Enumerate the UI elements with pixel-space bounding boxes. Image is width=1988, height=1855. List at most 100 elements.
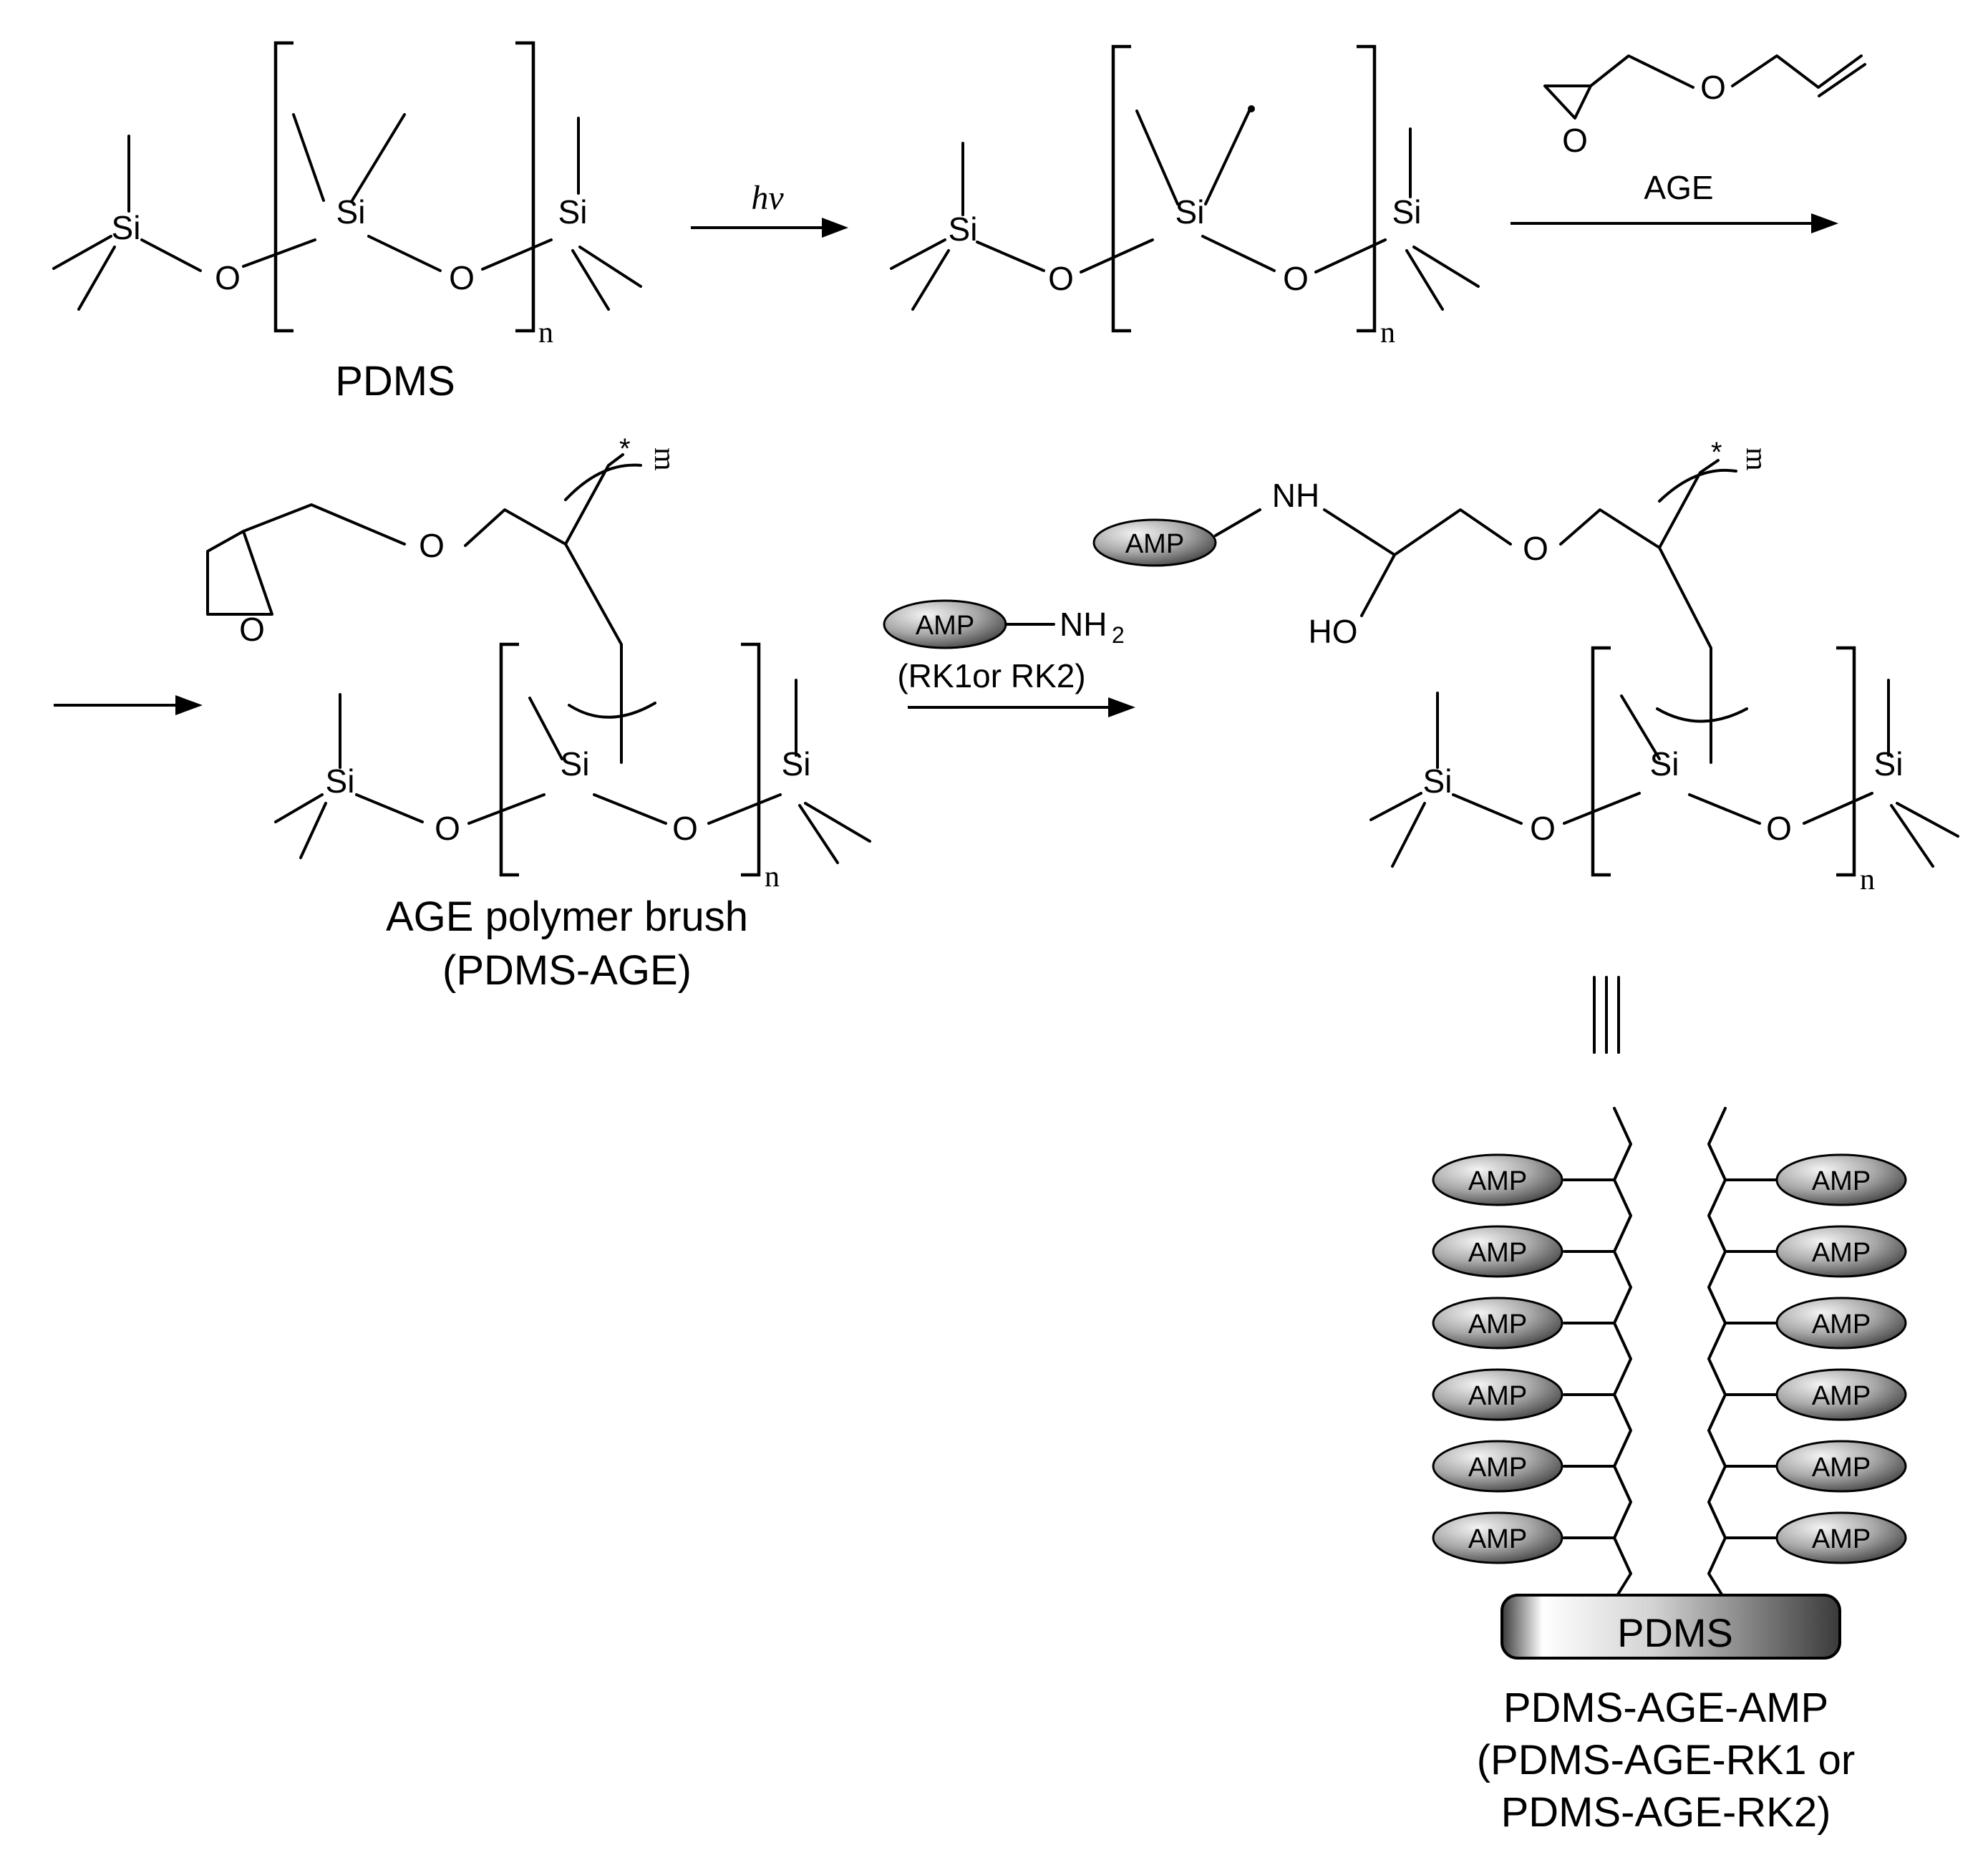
- left-bracket: [273, 41, 294, 333]
- pdms-bar-label: PDMS: [1617, 1610, 1733, 1655]
- oxygen-atom: O: [1523, 530, 1548, 567]
- chain-bracket-bottom: [1656, 707, 1748, 723]
- oxygen-atom: O: [449, 259, 475, 296]
- amp-label: AMP: [1468, 1238, 1527, 1268]
- si-atom: Si: [1874, 745, 1904, 783]
- chain-bracket-bottom: [568, 702, 656, 719]
- amp-label: AMP: [1468, 1381, 1527, 1411]
- repeat-m: m: [1740, 447, 1773, 471]
- amp-label: AMP: [1468, 1166, 1527, 1196]
- amp-label: AMP: [916, 611, 974, 641]
- amp-label: AMP: [1812, 1238, 1871, 1268]
- right-bracket: [1836, 646, 1856, 877]
- chain-bracket-top: [564, 463, 642, 501]
- si-atom: Si: [949, 210, 978, 248]
- amp-label: AMP: [1812, 1309, 1871, 1340]
- brush-caption-line2: (PDMS-AGE): [442, 947, 692, 994]
- pdms-substrate-bar: [1500, 1594, 1841, 1660]
- nh-label: NH: [1272, 477, 1319, 514]
- oxygen-atom: O: [1283, 260, 1309, 297]
- amp-ellipse: [1775, 1225, 1907, 1278]
- oxygen-atom: O: [239, 611, 265, 648]
- left-bracket: [499, 642, 519, 877]
- amp-ellipse: [1432, 1153, 1563, 1206]
- age-monomer: O O: [1543, 54, 1866, 159]
- bond: [52, 113, 642, 311]
- repeat-n: n: [1860, 863, 1875, 896]
- amp-ellipse: [1775, 1153, 1907, 1206]
- oxygen-atom: O: [1562, 122, 1588, 159]
- right-bracket: [1357, 44, 1377, 333]
- amp-label: AMP: [1468, 1524, 1527, 1554]
- star-mark: *: [1711, 437, 1722, 468]
- si-atom: Si: [561, 745, 590, 783]
- si-atom: Si: [1650, 745, 1679, 783]
- si-atom: Si: [1175, 193, 1205, 231]
- amp-ellipse: [1775, 1368, 1907, 1421]
- amp-label: AMP: [1125, 529, 1184, 559]
- chain-bracket-top: [1658, 468, 1737, 503]
- amp-ellipse: [1092, 518, 1217, 567]
- repeat-n: n: [765, 861, 780, 893]
- age-reagent-label: AGE: [1644, 169, 1713, 206]
- amp-label: AMP: [1812, 1524, 1871, 1554]
- right-bracket: [741, 642, 761, 877]
- ho-label: HO: [1309, 613, 1358, 650]
- si-atom: Si: [326, 762, 355, 800]
- final-caption-line3: PDMS-AGE-RK2): [1501, 1789, 1831, 1836]
- pdms-structure: Si O Si O Si n PDMS: [52, 41, 642, 405]
- oxygen-atom: O: [215, 259, 241, 296]
- amp-label: AMP: [1812, 1453, 1871, 1483]
- rk-label: (RK1or RK2): [897, 657, 1085, 694]
- radical-dot: [1248, 105, 1255, 112]
- star-mark: *: [619, 433, 631, 465]
- si-atom: Si: [782, 745, 811, 783]
- si-atom: Si: [1392, 193, 1422, 231]
- hv-label: hν: [751, 179, 784, 217]
- left-bracket: [1111, 44, 1131, 333]
- amp-label: AMP: [1468, 1309, 1527, 1340]
- equivalence-mark: [1593, 976, 1620, 1054]
- repeat-n: n: [1380, 316, 1395, 349]
- oxygen-atom: O: [1700, 69, 1726, 106]
- final-caption-line2: (PDMS-AGE-RK1 or: [1477, 1737, 1856, 1783]
- brush-caption-line1: AGE polymer brush: [386, 893, 748, 940]
- amp-ellipse: [1432, 1368, 1563, 1421]
- si-atom: Si: [1423, 762, 1453, 800]
- amp-ellipse: [1432, 1440, 1563, 1493]
- left-branches: [1563, 1178, 1616, 1539]
- final-caption-line1: PDMS-AGE-AMP: [1503, 1685, 1828, 1731]
- oxygen-atom: O: [672, 810, 698, 847]
- amp-label: AMP: [1468, 1453, 1527, 1483]
- amp-ellipse: [1775, 1297, 1907, 1350]
- oxygen-atom: O: [435, 810, 460, 847]
- pdms-age-amp-structure: AMP NH HO O * m Si O Si O Si n: [1092, 437, 1959, 896]
- right-bracket: [515, 41, 535, 333]
- pdms-age-structure: O O * m Si O Si O Si n AGE polymer brush…: [206, 433, 871, 994]
- left-amp-group: AMP AMP AMP AMP AMP AMP: [1432, 1153, 1563, 1564]
- oxygen-atom: O: [1530, 810, 1556, 847]
- final-caption: PDMS-AGE-AMP (PDMS-AGE-RK1 or PDMS-AGE-R…: [1477, 1685, 1856, 1836]
- pdms-radical-structure: Si O Si O Si n: [890, 44, 1480, 349]
- oxygen-atom: O: [1048, 260, 1074, 297]
- right-amp-group: AMP AMP AMP AMP AMP AMP: [1775, 1153, 1907, 1564]
- bond: [274, 679, 871, 864]
- amp-ellipse: [1775, 1511, 1907, 1564]
- left-brush-chain: [1613, 1107, 1632, 1602]
- amp-ellipse: [1432, 1225, 1563, 1278]
- si-atom: Si: [112, 209, 141, 246]
- amp-label: AMP: [1812, 1381, 1871, 1411]
- si-atom: Si: [336, 193, 366, 231]
- si-atom: Si: [558, 193, 588, 231]
- brush-schematic: AMP AMP AMP AMP AMP AMP AMP AMP AMP AMP …: [1432, 1107, 1907, 1660]
- bond: [1214, 459, 1720, 764]
- repeat-n: n: [538, 316, 553, 349]
- left-bracket: [1591, 646, 1611, 877]
- pdms-caption: PDMS: [335, 358, 455, 405]
- nh2-label: NH: [1060, 606, 1107, 643]
- bond: [206, 453, 624, 764]
- amp-ellipse: [1432, 1511, 1563, 1564]
- bond: [1543, 54, 1866, 120]
- bond: [1369, 679, 1959, 868]
